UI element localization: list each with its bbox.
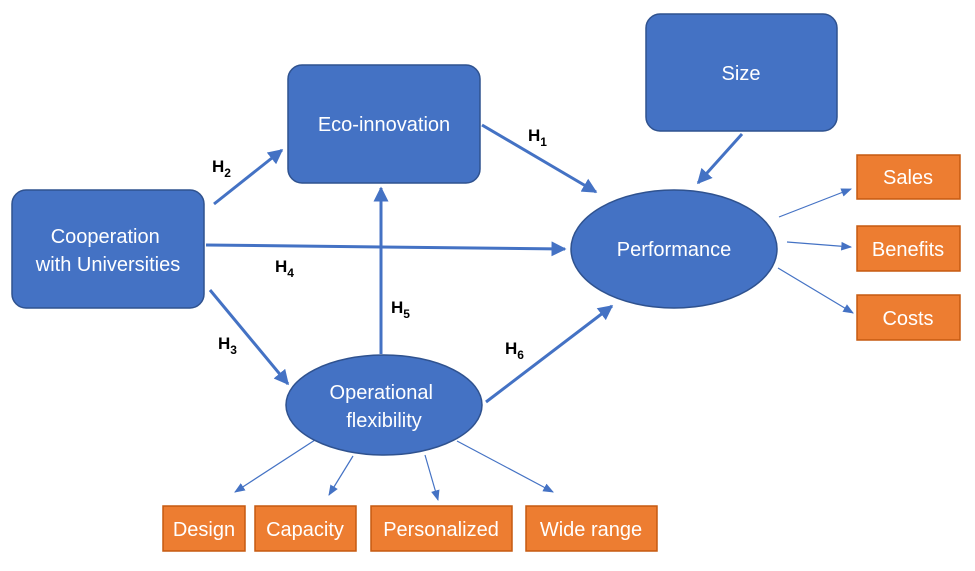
hypothesis-h4-label: H4 (275, 257, 294, 280)
indicator-sales-label: Sales (883, 167, 933, 189)
h6-subscript: 6 (517, 348, 524, 362)
h6-letter: H (505, 339, 517, 358)
indicator-costs: Costs (856, 294, 961, 341)
indicator-sales: Sales (856, 154, 961, 200)
hypothesis-h3-label: H3 (218, 334, 237, 357)
indicator-design-label: Design (173, 519, 235, 541)
h1-letter: H (528, 126, 540, 145)
arrow-benefits (786, 241, 853, 251)
indicator-benefits: Benefits (856, 225, 961, 272)
indicator-capacity: Capacity (254, 505, 357, 552)
svg-text:Operational flexibility: Operational flexibility (330, 382, 439, 432)
arrow-personalized (424, 454, 440, 502)
hypothesis-h5-label: H5 (391, 298, 410, 321)
h1-subscript: 1 (540, 135, 547, 149)
indicator-paths (234, 188, 854, 502)
hypothesis-h1-label: H1 (528, 126, 547, 149)
arrow-h3 (208, 289, 290, 386)
h2-letter: H (212, 157, 224, 176)
hypothesis-h6-label: H6 (505, 339, 524, 362)
hypothesis-h2-label: H2 (212, 157, 231, 180)
structural-paths (205, 123, 744, 404)
arrow-h2 (213, 148, 284, 206)
h3-letter: H (218, 334, 230, 353)
arrow-sales (778, 188, 853, 218)
indicator-wide-range-label: Wide range (540, 519, 642, 541)
arrow-costs (777, 267, 854, 314)
h5-subscript: 5 (403, 307, 410, 321)
h4-letter: H (275, 257, 287, 276)
arrow-wide-range (456, 440, 554, 493)
arrow-h1 (481, 123, 598, 194)
operational-label-line1: Operational (330, 382, 433, 404)
h4-subscript: 4 (287, 266, 294, 280)
node-size: Size (645, 13, 838, 132)
indicator-wide-range: Wide range (525, 505, 658, 552)
svg-text:Cooperation with Univers: Cooperation with Universities (35, 226, 180, 276)
arrow-h4 (205, 241, 567, 257)
node-eco-innovation: Eco-innovation (287, 64, 481, 184)
h2-subscript: 2 (224, 166, 231, 180)
eco-innovation-label: Eco-innovation (318, 114, 450, 136)
performance-label: Performance (617, 239, 732, 261)
indicator-personalized: Personalized (370, 505, 513, 552)
size-label: Size (722, 63, 761, 85)
cooperation-label-line1: Cooperation (51, 226, 160, 248)
h5-letter: H (391, 298, 403, 317)
indicator-personalized-label: Personalized (383, 519, 499, 541)
arrow-h6 (485, 304, 614, 404)
node-performance: Performance (570, 189, 778, 309)
indicator-design: Design (162, 505, 246, 552)
node-cooperation: Cooperation with Universities (11, 189, 205, 309)
arrow-size (696, 132, 744, 185)
operational-label-line2: flexibility (346, 410, 422, 432)
arrow-capacity (328, 455, 354, 496)
arrow-design (234, 439, 316, 493)
indicator-costs-label: Costs (882, 308, 933, 330)
h3-subscript: 3 (230, 343, 237, 357)
indicator-benefits-label: Benefits (872, 239, 944, 261)
node-operational-flexibility: Operational flexibility (285, 354, 483, 456)
indicator-capacity-label: Capacity (266, 519, 344, 541)
cooperation-label-line2: with Universities (35, 254, 180, 276)
